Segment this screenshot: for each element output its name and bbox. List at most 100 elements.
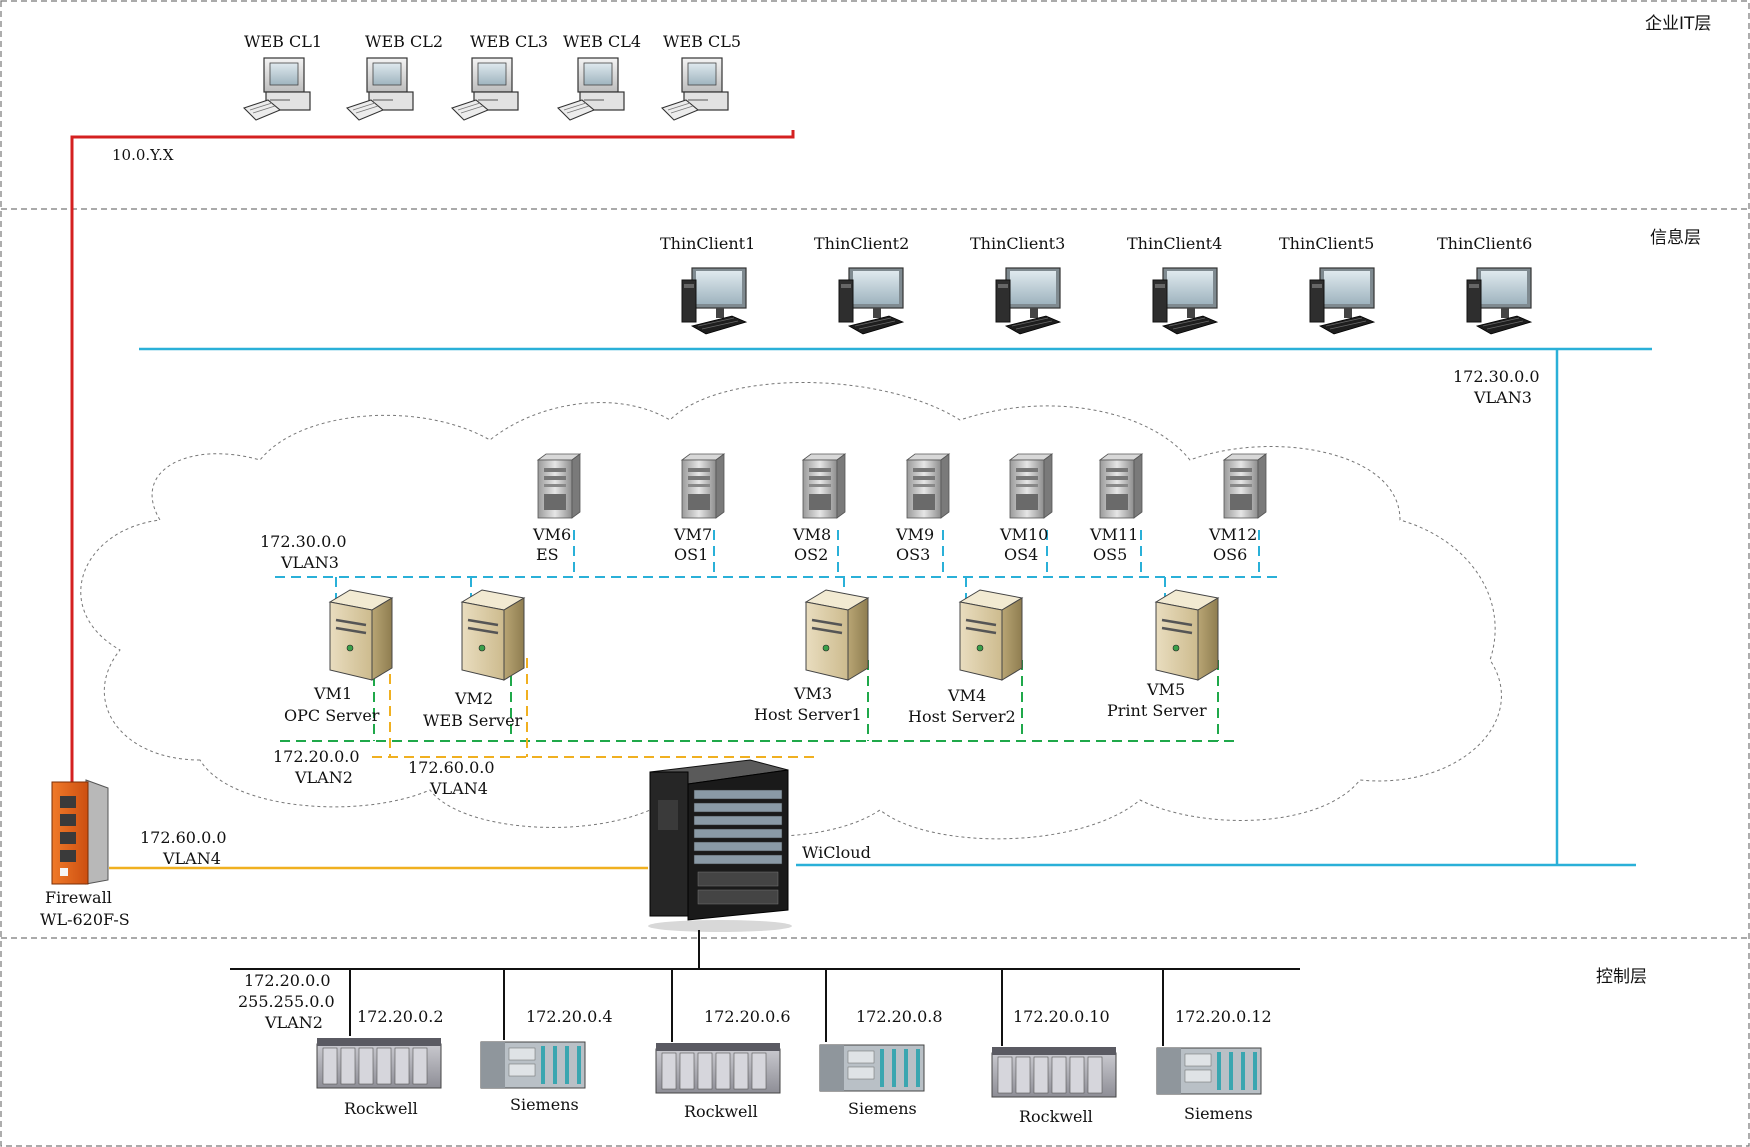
vm10-role: OS4	[1004, 545, 1038, 564]
web-client-3-label: WEB CL3	[470, 32, 548, 51]
firewall-name: Firewall	[45, 888, 112, 907]
control-net-ip: 172.20.0.0	[244, 971, 331, 990]
vm11-server[interactable]	[1099, 453, 1143, 519]
plc-row	[316, 1037, 1262, 1098]
vm2-server[interactable]	[460, 588, 526, 682]
vm6-name: VM6	[532, 525, 571, 544]
thin-client-5-label: ThinClient5	[1279, 234, 1374, 253]
vm10-name: VM10	[999, 525, 1048, 544]
web-client-2[interactable]	[346, 57, 414, 121]
vm12-name: VM12	[1208, 525, 1257, 544]
vm4-name: VM4	[947, 686, 986, 705]
cloud-vlan3-ip: 172.30.0.0	[260, 532, 347, 551]
plc-3[interactable]	[655, 1042, 781, 1094]
plc-2[interactable]	[480, 1041, 586, 1089]
vm2-role: WEB Server	[423, 711, 523, 730]
thin-client-1-label: ThinClient1	[660, 234, 755, 253]
vm6-role: ES	[536, 545, 559, 564]
firewall-device[interactable]	[51, 779, 109, 885]
web-client-5[interactable]	[661, 57, 729, 121]
cloud-vlan4-ip: 172.60.0.0	[408, 758, 495, 777]
vm3-name: VM3	[793, 684, 832, 703]
vm4-role: Host Server2	[908, 707, 1016, 726]
vm1-name: VM1	[313, 684, 352, 703]
vm3-role: Host Server1	[754, 705, 862, 724]
vm12-role: OS6	[1213, 545, 1247, 564]
layer-label-information: 信息层	[1650, 228, 1701, 248]
vm2-name: VM2	[454, 689, 493, 708]
control-net-mask: 255.255.0.0	[238, 992, 335, 1011]
vm1-server[interactable]	[328, 588, 394, 682]
vm11-role: OS5	[1093, 545, 1127, 564]
thin-client-row	[681, 267, 1532, 335]
cloud-vlan3-bus	[275, 530, 1278, 628]
cloud-vlan2-bus	[280, 660, 1240, 742]
cloud-vlan4-bus	[372, 658, 820, 758]
vm5-name: VM5	[1146, 680, 1185, 699]
plc-4-vendor: Siemens	[848, 1099, 917, 1118]
plc-2-ip: 172.20.0.4	[526, 1007, 613, 1026]
vm9-role: OS3	[896, 545, 930, 564]
thin-client-4[interactable]	[1152, 267, 1218, 335]
vm11-name: VM11	[1089, 525, 1138, 544]
web-client-row	[243, 57, 729, 121]
plc-3-ip: 172.20.0.6	[704, 1007, 791, 1026]
plc-6-vendor: Siemens	[1184, 1104, 1253, 1123]
plc-1-vendor: Rockwell	[344, 1099, 418, 1118]
plc-5[interactable]	[991, 1046, 1117, 1098]
web-client-1-label: WEB CL1	[244, 32, 322, 51]
thin-client-2[interactable]	[838, 267, 904, 335]
web-client-3[interactable]	[451, 57, 519, 121]
vm-tower-row	[537, 453, 1267, 519]
plc-2-vendor: Siemens	[510, 1095, 579, 1114]
plc-1[interactable]	[316, 1037, 442, 1089]
vm7-name: VM7	[673, 525, 712, 544]
cloud-outline	[80, 382, 1502, 840]
vm12-server[interactable]	[1223, 453, 1267, 519]
web-client-1[interactable]	[243, 57, 311, 121]
vm7-role: OS1	[674, 545, 708, 564]
plc-6-ip: 172.20.0.12	[1175, 1007, 1272, 1026]
firewall-net-vlan: VLAN4	[162, 849, 221, 868]
vm9-name: VM9	[895, 525, 934, 544]
thin-net-vlan: VLAN3	[1473, 388, 1532, 407]
vm1-role: OPC Server	[284, 706, 380, 725]
firewall-net-ip: 172.60.0.0	[140, 828, 227, 847]
vm10-server[interactable]	[1009, 453, 1053, 519]
vm8-server[interactable]	[802, 453, 846, 519]
vm7-server[interactable]	[681, 453, 725, 519]
thin-client-bus	[139, 347, 1652, 867]
plc-1-ip: 172.20.0.2	[357, 1007, 444, 1026]
plc-5-ip: 172.20.0.10	[1013, 1007, 1110, 1026]
thin-client-6[interactable]	[1466, 267, 1532, 335]
vm5-server[interactable]	[1154, 588, 1220, 682]
thin-client-1[interactable]	[681, 267, 747, 335]
web-client-2-label: WEB CL2	[365, 32, 443, 51]
thin-client-5[interactable]	[1309, 267, 1375, 335]
vm6-server[interactable]	[537, 453, 581, 519]
vm8-role: OS2	[794, 545, 828, 564]
firewall-model: WL-620F-S	[40, 910, 130, 929]
web-net-label: 10.0.Y.X	[112, 146, 174, 164]
cloud-vlan3-vlan: VLAN3	[280, 553, 339, 572]
control-net-vlan: VLAN2	[264, 1013, 323, 1032]
web-client-4[interactable]	[557, 57, 625, 121]
thin-client-2-label: ThinClient2	[814, 234, 909, 253]
vm4-server[interactable]	[958, 588, 1024, 682]
plc-5-vendor: Rockwell	[1019, 1107, 1093, 1126]
vm-host-row	[328, 588, 1220, 682]
layer-label-control: 控制层	[1596, 967, 1647, 987]
web-client-4-label: WEB CL4	[563, 32, 641, 51]
plc-4[interactable]	[819, 1044, 925, 1092]
plc-6[interactable]	[1156, 1047, 1262, 1095]
cloud-vlan2-ip: 172.20.0.0	[273, 747, 360, 766]
vm9-server[interactable]	[906, 453, 950, 519]
thin-client-3-label: ThinClient3	[970, 234, 1065, 253]
thin-client-3[interactable]	[995, 267, 1061, 335]
vm3-server[interactable]	[804, 588, 870, 682]
wicloud-server[interactable]	[648, 759, 792, 932]
web-client-5-label: WEB CL5	[663, 32, 741, 51]
layer-label-enterprise: 企业IT层	[1645, 14, 1711, 34]
